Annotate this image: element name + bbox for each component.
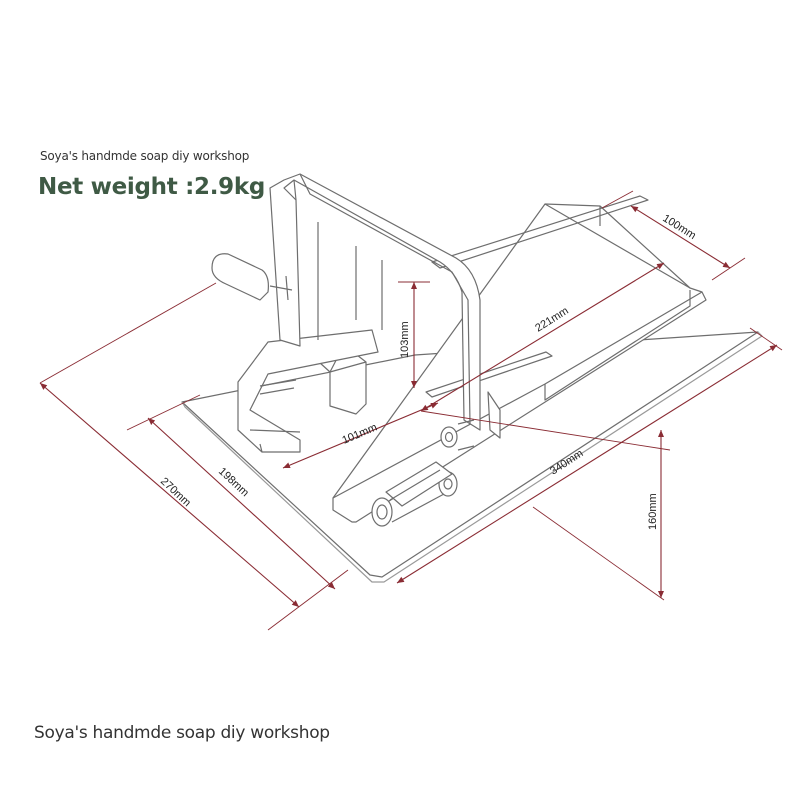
brand-caption-top: Soya's handmde soap diy workshop [40,149,250,163]
dimension-160: 160mm [647,493,659,530]
dimension-270: 270mm [158,475,193,509]
dimension-100: 100mm [660,212,697,242]
dimension-lines [39,190,783,631]
dimension-198: 198mm [216,465,251,499]
brand-caption-bottom: Soya's handmde soap diy workshop [34,723,330,743]
net-weight-label: Net weight :2.9kg [38,174,266,200]
machine-outline [181,173,763,583]
handle [211,253,269,301]
dimension-103: 103mm [399,321,411,358]
